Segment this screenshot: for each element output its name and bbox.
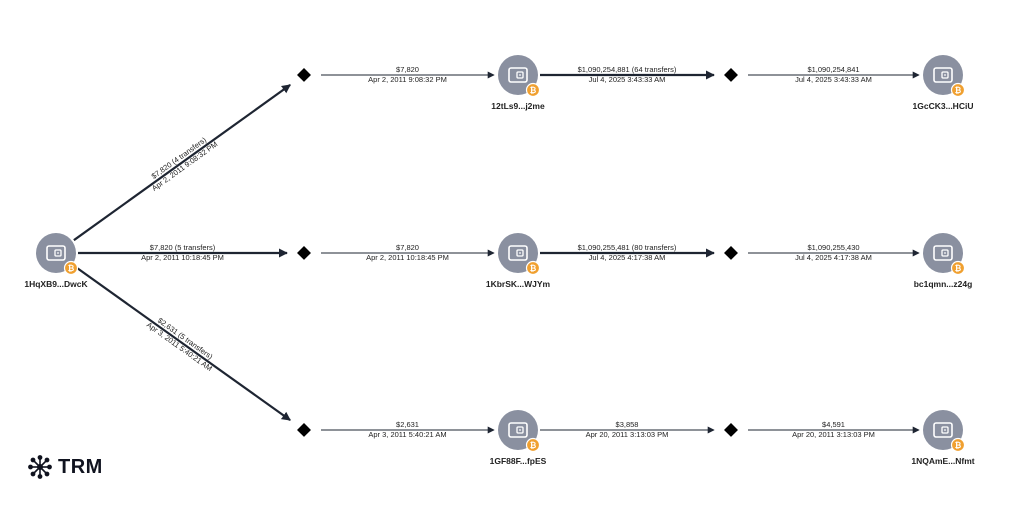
bitcoin-icon: ₿: [950, 260, 966, 276]
edge-date: Apr 3, 2011 5:40:21 AM: [368, 430, 446, 439]
edge-label: $2,631 (5 transfers)Apr 3, 2011 5:40:21 …: [145, 316, 215, 373]
wallet-node[interactable]: ₿ 1GF88F...fpES: [490, 410, 547, 466]
edge-amount: $1,090,254,841: [807, 65, 859, 74]
bitcoin-icon: ₿: [525, 82, 541, 98]
bitcoin-icon: ₿: [63, 260, 79, 276]
edge-label: $1,090,254,881 (64 transfers)Jul 4, 2025…: [578, 65, 677, 84]
edge-date: Apr 2, 2011 9:08:32 PM: [368, 75, 447, 84]
wallet-node[interactable]: ₿ 1HqXB9...DwcK: [24, 233, 89, 289]
edge-amount: $2,631: [396, 420, 419, 429]
trm-logo-icon: [28, 455, 52, 479]
wallet-icon: [508, 245, 528, 261]
edge-line: [73, 264, 291, 422]
edge-date: Jul 4, 2025 4:17:38 AM: [795, 253, 872, 262]
svg-text:₿: ₿: [68, 264, 75, 273]
transfer-edge[interactable]: $7,820 (4 transfers)Apr 2, 2011 9:08:32 …: [73, 84, 291, 242]
transfer-edge[interactable]: $2,631 (5 transfers)Apr 3, 2011 5:40:21 …: [73, 264, 291, 422]
junction-node[interactable]: [297, 245, 311, 260]
wallet-icon: [508, 422, 528, 438]
wallet-node[interactable]: ₿ 1KbrSK...WJYm: [486, 233, 551, 289]
wallet-address: 12tLs9...j2me: [491, 101, 545, 111]
svg-text:₿: ₿: [530, 86, 537, 95]
bitcoin-icon: ₿: [525, 260, 541, 276]
wallet-icon: [933, 67, 953, 83]
wallet-address: 1GF88F...fpES: [490, 456, 547, 466]
edge-date: Apr 2, 2011 10:18:45 PM: [366, 253, 449, 262]
bitcoin-icon: ₿: [950, 437, 966, 453]
bitcoin-icon: ₿: [525, 437, 541, 453]
wallet-address: 1GcCK3...HCiU: [913, 101, 974, 111]
edge-amount: $4,591: [822, 420, 845, 429]
edge-line: [73, 84, 291, 242]
junction-node[interactable]: [297, 67, 311, 82]
wallet-node[interactable]: ₿ 1GcCK3...HCiU: [913, 55, 974, 111]
edge-label: $7,820 (5 transfers)Apr 2, 2011 10:18:45…: [141, 243, 224, 262]
edge-label: $7,820 (4 transfers)Apr 2, 2011 9:08:32 …: [150, 135, 220, 193]
edge-amount: $1,090,255,430: [807, 243, 859, 252]
transfer-edge[interactable]: $1,090,255,481 (80 transfers)Jul 4, 2025…: [540, 243, 715, 262]
edge-date: Jul 4, 2025 3:43:33 AM: [795, 75, 872, 84]
junction-node[interactable]: [724, 422, 738, 437]
edge-amount: $7,820: [396, 243, 419, 252]
edge-amount: $7,820: [396, 65, 419, 74]
wallet-node[interactable]: ₿ 1NQAmE...Nfmt: [911, 410, 975, 466]
wallet-address: 1HqXB9...DwcK: [24, 279, 88, 289]
brand-logo: TRM: [28, 455, 103, 479]
edge-amount: $1,090,255,481 (80 transfers): [578, 243, 677, 252]
svg-text:₿: ₿: [530, 264, 537, 273]
bitcoin-icon: ₿: [950, 82, 966, 98]
edge-date: Apr 20, 2011 3:13:03 PM: [792, 430, 875, 439]
wallet-address: 1KbrSK...WJYm: [486, 279, 551, 289]
transfer-edge[interactable]: $7,820 (5 transfers)Apr 2, 2011 10:18:45…: [78, 243, 288, 262]
edge-date: Apr 2, 2011 10:18:45 PM: [141, 253, 224, 262]
wallet-address: bc1qmn...z24g: [914, 279, 973, 289]
wallet-icon: [46, 245, 66, 261]
wallet-address: 1NQAmE...Nfmt: [911, 456, 974, 466]
edge-amount: $7,820 (5 transfers): [150, 243, 216, 252]
wallet-node[interactable]: ₿ bc1qmn...z24g: [914, 233, 973, 289]
svg-text:₿: ₿: [955, 86, 962, 95]
junction-node[interactable]: [297, 422, 311, 437]
brand-name: TRM: [58, 455, 103, 478]
svg-text:₿: ₿: [530, 441, 537, 450]
junction-node[interactable]: [724, 245, 738, 260]
edge-date: Apr 20, 2011 3:13:03 PM: [586, 430, 669, 439]
edge-date: Jul 4, 2025 3:43:33 AM: [589, 75, 666, 84]
svg-text:₿: ₿: [955, 264, 962, 273]
edge-amount: $3,858: [616, 420, 639, 429]
wallet-icon: [508, 67, 528, 83]
transfer-edge[interactable]: $1,090,254,881 (64 transfers)Jul 4, 2025…: [540, 65, 715, 84]
junction-node[interactable]: [724, 67, 738, 82]
wallet-node[interactable]: ₿ 12tLs9...j2me: [491, 55, 545, 111]
wallet-icon: [933, 245, 953, 261]
svg-text:₿: ₿: [955, 441, 962, 450]
wallet-icon: [933, 422, 953, 438]
edge-date: Jul 4, 2025 4:17:38 AM: [589, 253, 666, 262]
edge-amount: $1,090,254,881 (64 transfers): [578, 65, 677, 74]
edge-label: $1,090,255,481 (80 transfers)Jul 4, 2025…: [578, 243, 677, 262]
